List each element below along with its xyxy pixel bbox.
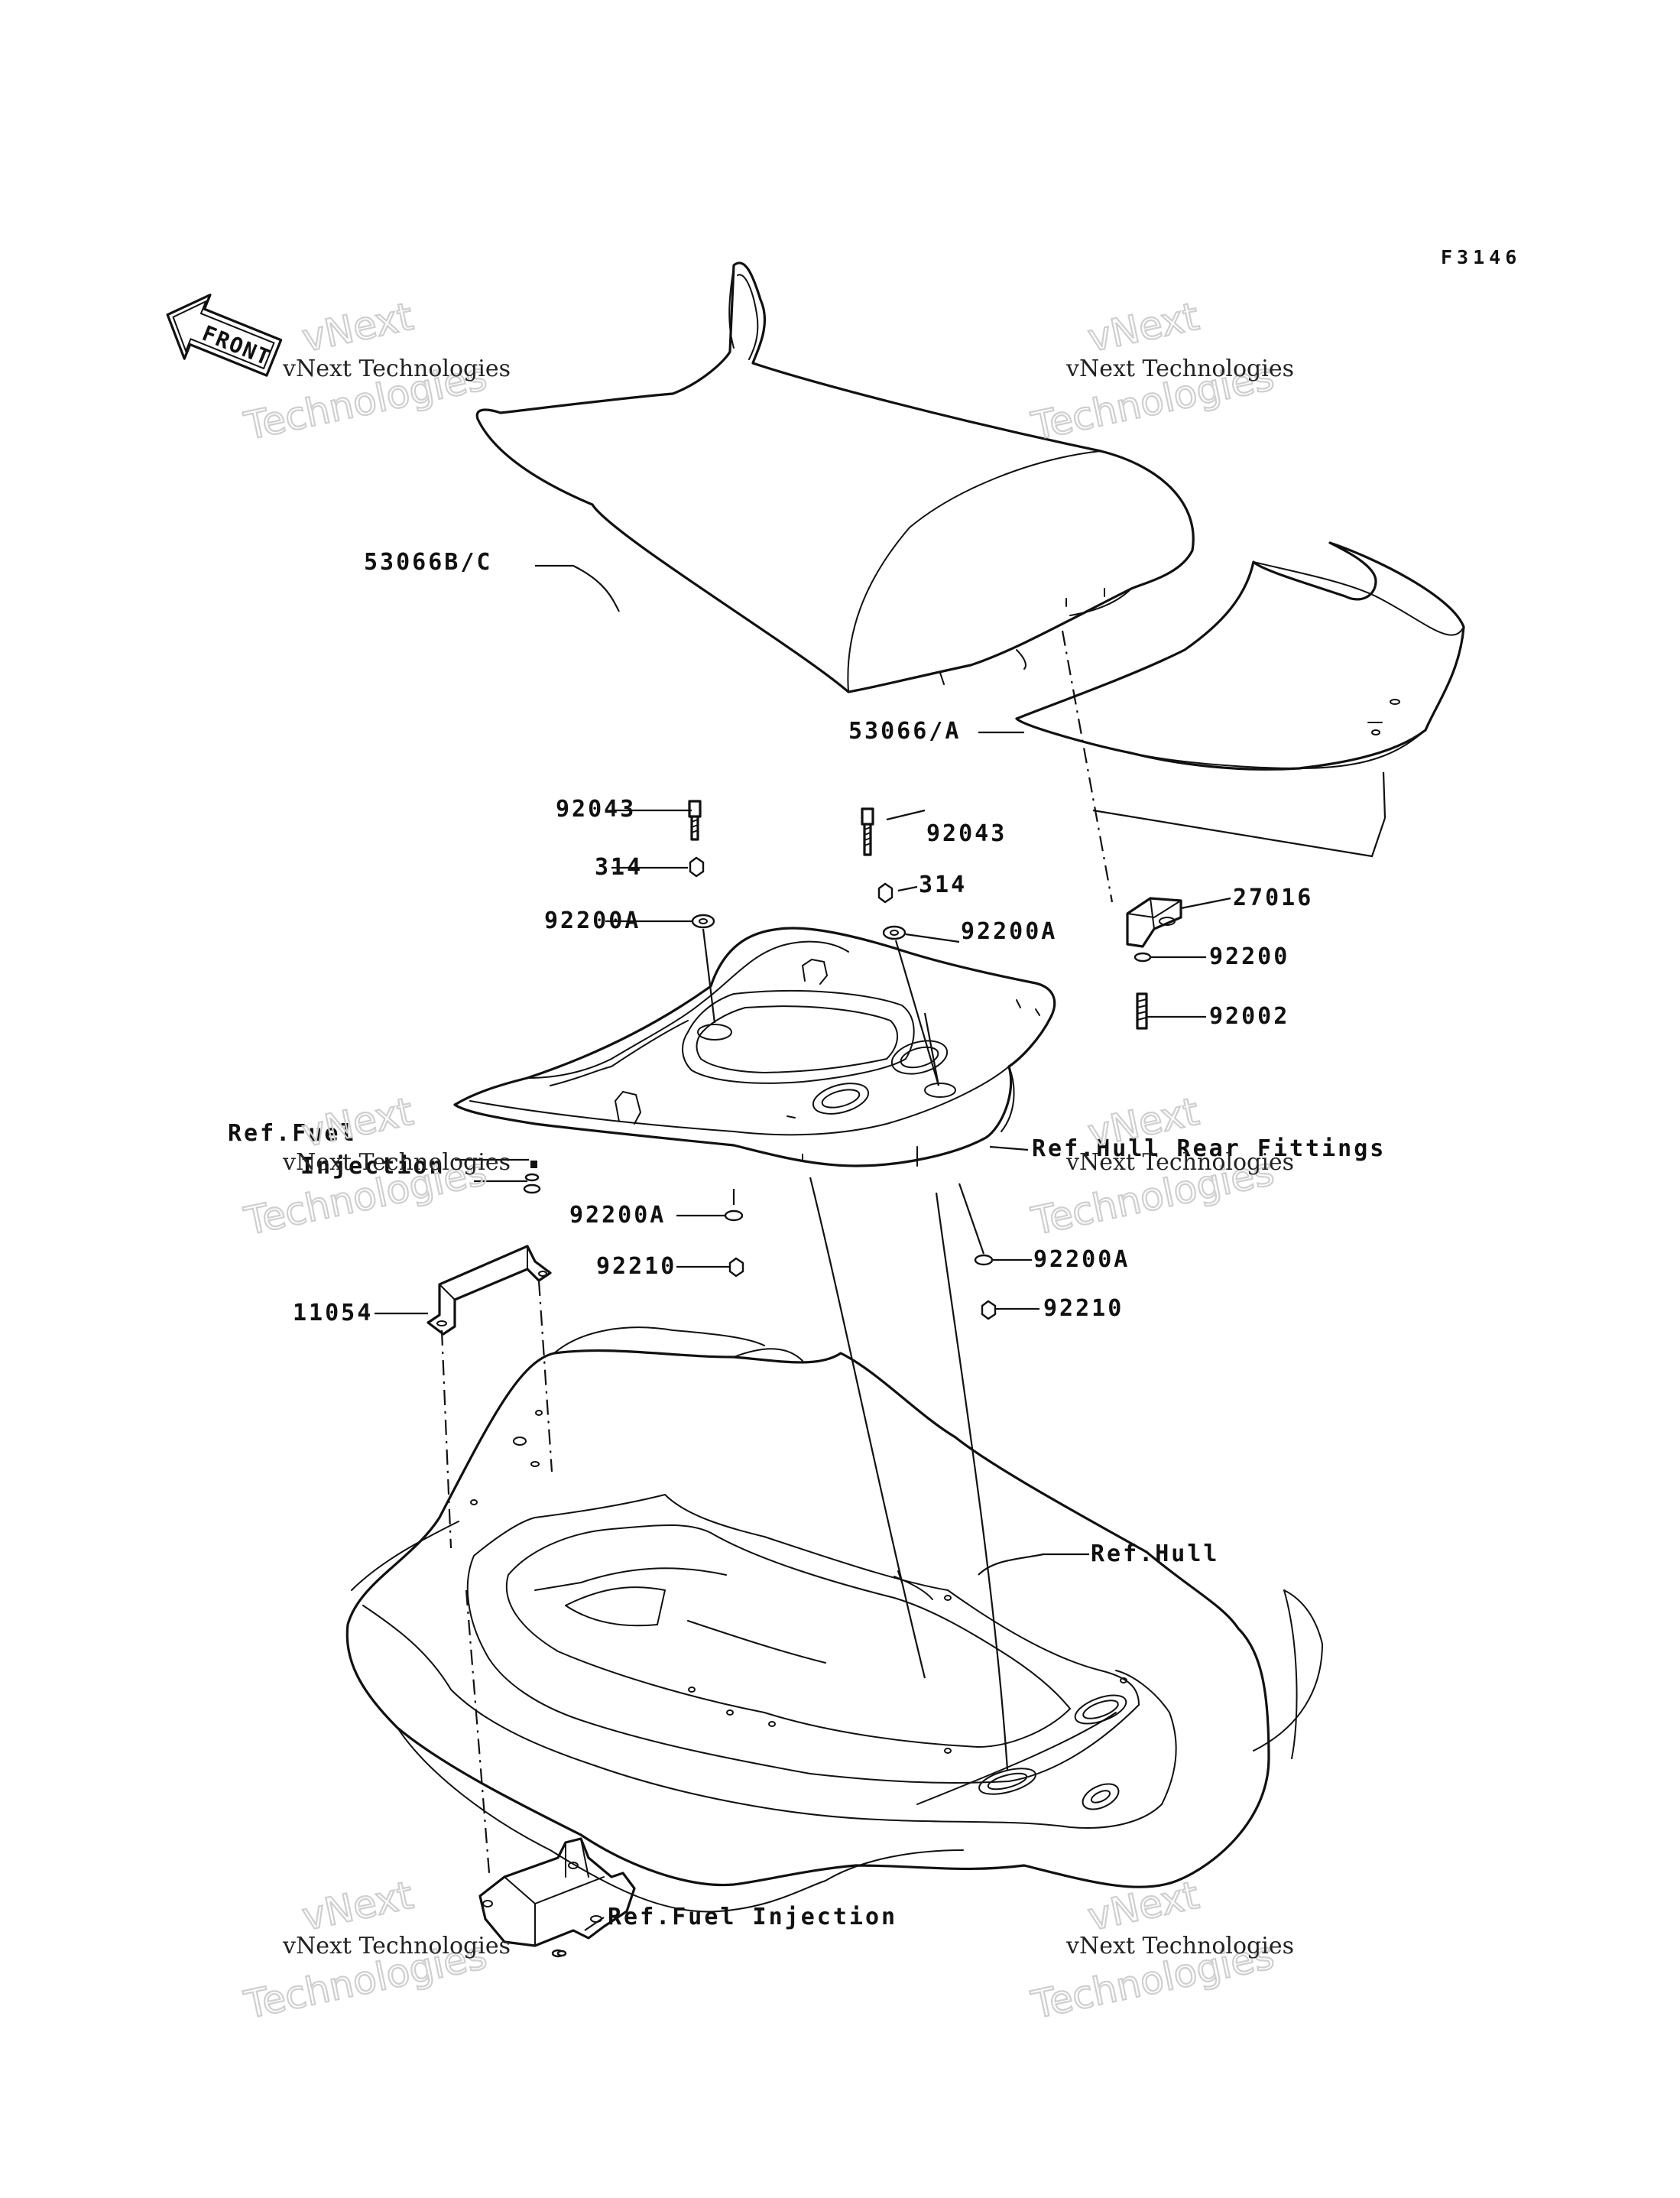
- label-92210-lower-right: 92210: [1043, 1295, 1124, 1322]
- svg-text:vNext Technologies: vNext Technologies: [1065, 1933, 1294, 1959]
- washer-92200: [1134, 952, 1152, 963]
- washer-92200A-left: [691, 914, 715, 929]
- watermark-top-right: vNext Technologies vNext Technologies: [1026, 294, 1294, 450]
- label-ref-fuel-injection: Ref.Fuel Injection: [608, 1904, 897, 1930]
- label-92002: 92002: [1209, 1003, 1289, 1030]
- watermark-middle-right: vNext Technologies vNext Technologies: [1026, 1089, 1294, 1245]
- label-92200A-right: 92200A: [961, 918, 1057, 945]
- label-ref-hull-rear-fittings: Ref.Hull Rear Fittings: [1032, 1135, 1386, 1162]
- rear-seat: [1015, 541, 1465, 771]
- bolt-92043-left: [688, 800, 702, 841]
- watermark-top-left: vNext Technologies vNext Technologies: [239, 294, 511, 450]
- watermark-bottom-left: vNext Technologies vNext Technologies: [239, 1872, 511, 2029]
- label-ref-fuel: Ref.Fuel: [228, 1120, 357, 1147]
- label-92200A-left: 92200A: [544, 907, 641, 934]
- label-92210-lower-left: 92210: [596, 1253, 676, 1280]
- fuel-injection-bracket: [478, 1837, 636, 1958]
- label-314-right: 314: [919, 872, 967, 898]
- washer-92200A-lower-right: [974, 1254, 994, 1266]
- svg-text:vNext Technologies: vNext Technologies: [1065, 1149, 1294, 1176]
- hull: [345, 1326, 1324, 1913]
- watermark-bottom-right: vNext Technologies vNext Technologies: [1026, 1872, 1294, 2029]
- label-92200A-lower-left: 92200A: [569, 1202, 666, 1229]
- nut-314-left: [689, 856, 705, 878]
- watermark-middle-left: vNext Technologies vNext Technologies: [239, 1089, 511, 1245]
- label-ref-hull: Ref.Hull: [1091, 1541, 1220, 1567]
- label-11054: 11054: [293, 1300, 373, 1326]
- svg-text:vNext Technologies: vNext Technologies: [282, 356, 511, 382]
- svg-text:vNext Technologies: vNext Technologies: [1065, 356, 1294, 382]
- svg-text:vNext Technologies: vNext Technologies: [282, 1149, 511, 1176]
- front-seat: [475, 261, 1195, 693]
- washer-92200A-lower-left: [724, 1209, 744, 1222]
- nut-92210-lower-left: [728, 1257, 744, 1278]
- nut-92210-lower-right: [981, 1300, 997, 1320]
- label-53066-A: 53066/A: [848, 718, 961, 745]
- bolt-92043-right: [861, 807, 874, 856]
- svg-text:vNext: vNext: [298, 294, 417, 361]
- label-ref-fuel-injection-line2: Injection: [300, 1153, 446, 1180]
- svg-text:vNext: vNext: [1084, 294, 1202, 361]
- svg-text:vNext: vNext: [298, 1089, 417, 1156]
- label-92200: 92200: [1209, 943, 1289, 970]
- label-92043-right: 92043: [926, 820, 1007, 847]
- seat-stay-27016: [1126, 897, 1182, 948]
- bolt-92002: [1136, 992, 1148, 1030]
- figure-code: F3146: [1441, 246, 1521, 268]
- front-direction-arrow-icon: FRONT: [166, 294, 283, 377]
- svg-text:vNext: vNext: [298, 1873, 417, 1940]
- label-53066B-C: 53066B/C: [364, 549, 493, 576]
- label-27016: 27016: [1233, 885, 1313, 911]
- label-314-left: 314: [595, 854, 643, 881]
- svg-text:vNext Technologies: vNext Technologies: [282, 1933, 511, 1959]
- label-92200A-lower-right: 92200A: [1033, 1246, 1130, 1273]
- rear-fitting-tray: [453, 927, 1056, 1167]
- bracket-11054: [426, 1245, 552, 1336]
- washer-92200A-right: [882, 925, 906, 940]
- label-92043-left: 92043: [556, 796, 636, 823]
- nut-314-right: [877, 882, 894, 904]
